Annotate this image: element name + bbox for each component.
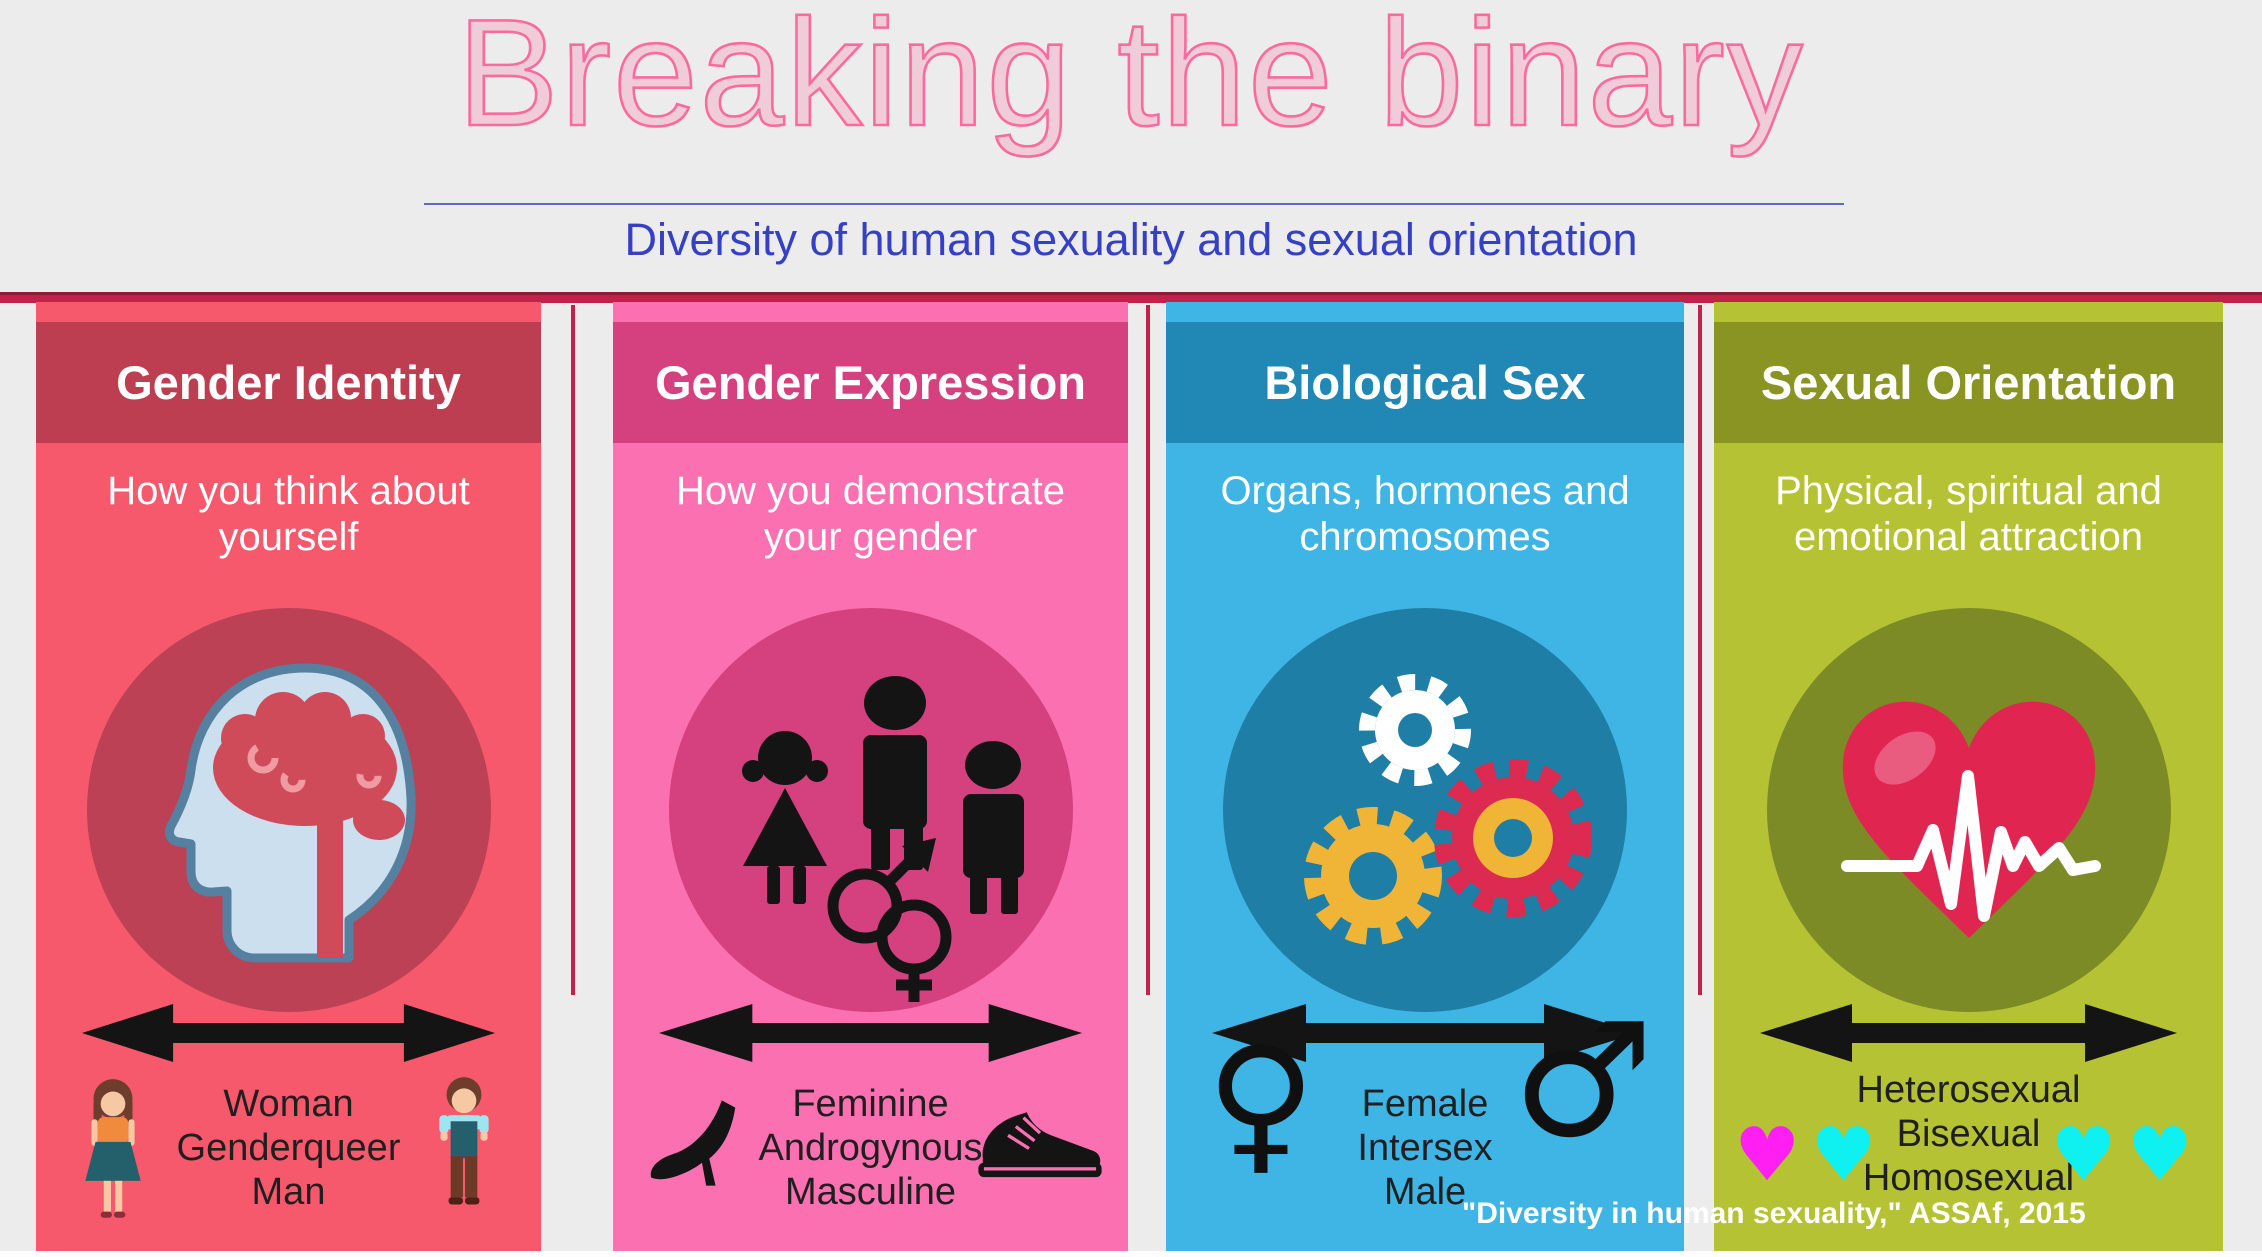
spectrum-label: Bisexual [1896, 1113, 2041, 1155]
high-heel-icon [641, 1090, 763, 1194]
column-divider-line [571, 305, 575, 995]
spectrum-labels: Heterosexual Bisexual Homosexual [1714, 1068, 2223, 1200]
spectrum-arrow [1210, 1001, 1640, 1065]
spectrum-label: Woman [223, 1083, 354, 1125]
spectrum-label: Androgynous [758, 1127, 983, 1169]
slide-subtitle: Diversity of human sexuality and sexual … [624, 214, 1638, 265]
spectrum-label: Feminine [792, 1083, 949, 1125]
panel-header-label: Biological Sex [1264, 356, 1586, 409]
spectrum-label: Intersex [1357, 1127, 1493, 1169]
panel-sexual-orientation: Sexual Orientation Physical, spiritual a… [1714, 302, 2223, 1251]
panel-gender-identity: Gender Identity How you think about your… [36, 302, 541, 1251]
panel-gender-expression: Gender Expression How you demonstrate yo… [613, 302, 1128, 1251]
male-symbol-icon: ♂ [1512, 989, 1654, 1173]
slide-title: Breaking the binary [456, 0, 1805, 159]
gears-icon [1223, 608, 1627, 1012]
people-gender-symbols-icon [668, 608, 1073, 1012]
panel-description: Organs, hormones and chromosomes [1220, 469, 1630, 559]
spectrum-labels: Feminine Androgynous Masculine [613, 1082, 1128, 1214]
spectrum-label: Man [251, 1171, 326, 1213]
panel-header: Gender Expression [613, 322, 1128, 443]
spectrum-label: Genderqueer [176, 1127, 401, 1169]
panel-header: Gender Identity [36, 322, 541, 443]
panel-header-label: Gender Identity [116, 356, 461, 409]
heart-icon: ♥ [2126, 1112, 2203, 1198]
citation-text: "Diversity in human sexuality," ASSAf, 2… [1462, 1197, 2086, 1230]
heart-pulse-icon [1766, 608, 2171, 1012]
column-divider-line [1146, 305, 1150, 995]
title-divider-line [424, 203, 1844, 205]
panel-description: How you think about yourself [107, 469, 470, 559]
spectrum-arrow [80, 1001, 497, 1065]
panel-description: How you demonstrate your gender [675, 469, 1066, 559]
spectrum-label: Masculine [784, 1171, 957, 1213]
panel-header: Sexual Orientation [1714, 322, 2223, 443]
spectrum-labels: Female Intersex Male [1166, 1082, 1684, 1214]
spectrum-labels: Woman Genderqueer Man [36, 1082, 541, 1214]
spectrum-label: Heterosexual [1856, 1069, 2081, 1111]
accent-bar [0, 292, 2262, 303]
man-figure-icon [427, 1072, 501, 1226]
heart-icon: ♥ [2050, 1112, 2127, 1198]
spectrum-label: Male [1383, 1171, 1467, 1213]
panel-header-label: Sexual Orientation [1760, 356, 2177, 409]
heart-icon: ♥ [1734, 1112, 1811, 1198]
spectrum-label: Homosexual [1862, 1157, 2075, 1199]
spectrum-arrow [657, 1001, 1084, 1065]
head-brain-icon [86, 608, 491, 1012]
spectrum-arrow [1758, 1001, 2179, 1065]
panel-description: Physical, spiritual and emotional attrac… [1775, 469, 2162, 559]
spectrum-label: Female [1361, 1083, 1489, 1125]
bottom-strip [0, 1251, 2262, 1257]
female-symbol-icon: ♀ [1206, 1016, 1316, 1190]
panel-biological-sex: Biological Sex Organs, hormones and chro… [1166, 302, 1684, 1251]
hearts-pair-icon: ♥♥ [2050, 1118, 2203, 1192]
column-divider-line [1698, 305, 1702, 995]
panel-header: Biological Sex [1166, 322, 1684, 443]
panel-header-label: Gender Expression [655, 356, 1086, 409]
woman-figure-icon [76, 1072, 150, 1226]
sneaker-icon [974, 1098, 1106, 1188]
hearts-pair-icon: ♥♥ [1734, 1118, 1887, 1192]
heart-icon: ♥ [1810, 1112, 1887, 1198]
